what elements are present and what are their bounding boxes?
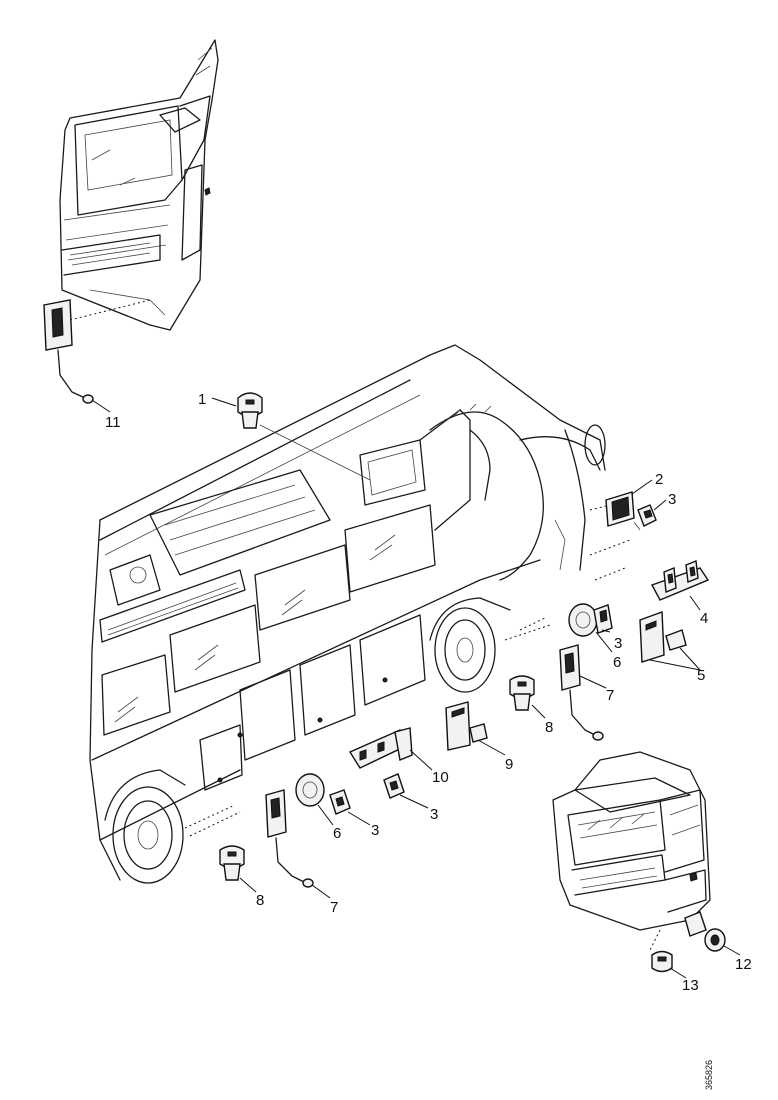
- part-3-connector-upper: 3: [633, 491, 676, 531]
- part-11-sensor: 11: [43, 299, 151, 431]
- callout-12: 12: [735, 956, 752, 973]
- truck-cab-main-view: [89, 344, 631, 884]
- part-10-bracket: 10: [348, 727, 449, 786]
- part-12-connector: 12: [684, 911, 752, 973]
- callout-6-rear: 6: [613, 654, 621, 671]
- part-7-sensor-front: 7: [265, 789, 338, 916]
- part-1-sensor: 1: [198, 391, 371, 481]
- callout-9: 9: [505, 756, 513, 773]
- front-cab-inset-bottom: [552, 751, 711, 951]
- part-2-bracket: 2: [605, 471, 663, 527]
- callout-8-front: 8: [256, 892, 264, 909]
- callout-11: 11: [105, 414, 121, 431]
- callout-3-lower-left: 3: [371, 822, 379, 839]
- callout-3-upper: 3: [668, 491, 676, 508]
- part-7-sensor-right: 7: [559, 644, 614, 741]
- callout-7-front: 7: [330, 899, 338, 916]
- part-6-sensor-front: 6: [295, 773, 341, 842]
- callout-4: 4: [700, 610, 708, 627]
- callout-3-rear: 3: [614, 635, 622, 652]
- front-cab-inset-top: [59, 39, 219, 331]
- callout-5: 5: [697, 667, 705, 684]
- callout-2: 2: [655, 471, 663, 488]
- part-4-bracket-assembly: 4: [650, 560, 710, 627]
- part-9-module: 9: [445, 701, 513, 773]
- part-3-connector-lower-centre: 3: [383, 773, 438, 823]
- part-3-connector-lower-left: 3: [329, 789, 379, 839]
- part-6-sensor-rear: 6 3: [568, 603, 622, 671]
- part-8-sensor-front: 8: [219, 845, 264, 909]
- callout-13: 13: [682, 977, 699, 994]
- callout-1: 1: [198, 391, 206, 408]
- part-5-module: 5: [639, 611, 705, 684]
- callout-8-right: 8: [545, 719, 553, 736]
- callout-10: 10: [432, 769, 449, 786]
- part-8-sensor-right: 8: [509, 675, 553, 736]
- drawing-reference-code: 365826: [704, 1060, 714, 1090]
- callout-3-lower-centre: 3: [430, 806, 438, 823]
- callout-7-right: 7: [606, 687, 614, 704]
- callout-6-front: 6: [333, 825, 341, 842]
- part-13-sensor: 13: [651, 950, 699, 994]
